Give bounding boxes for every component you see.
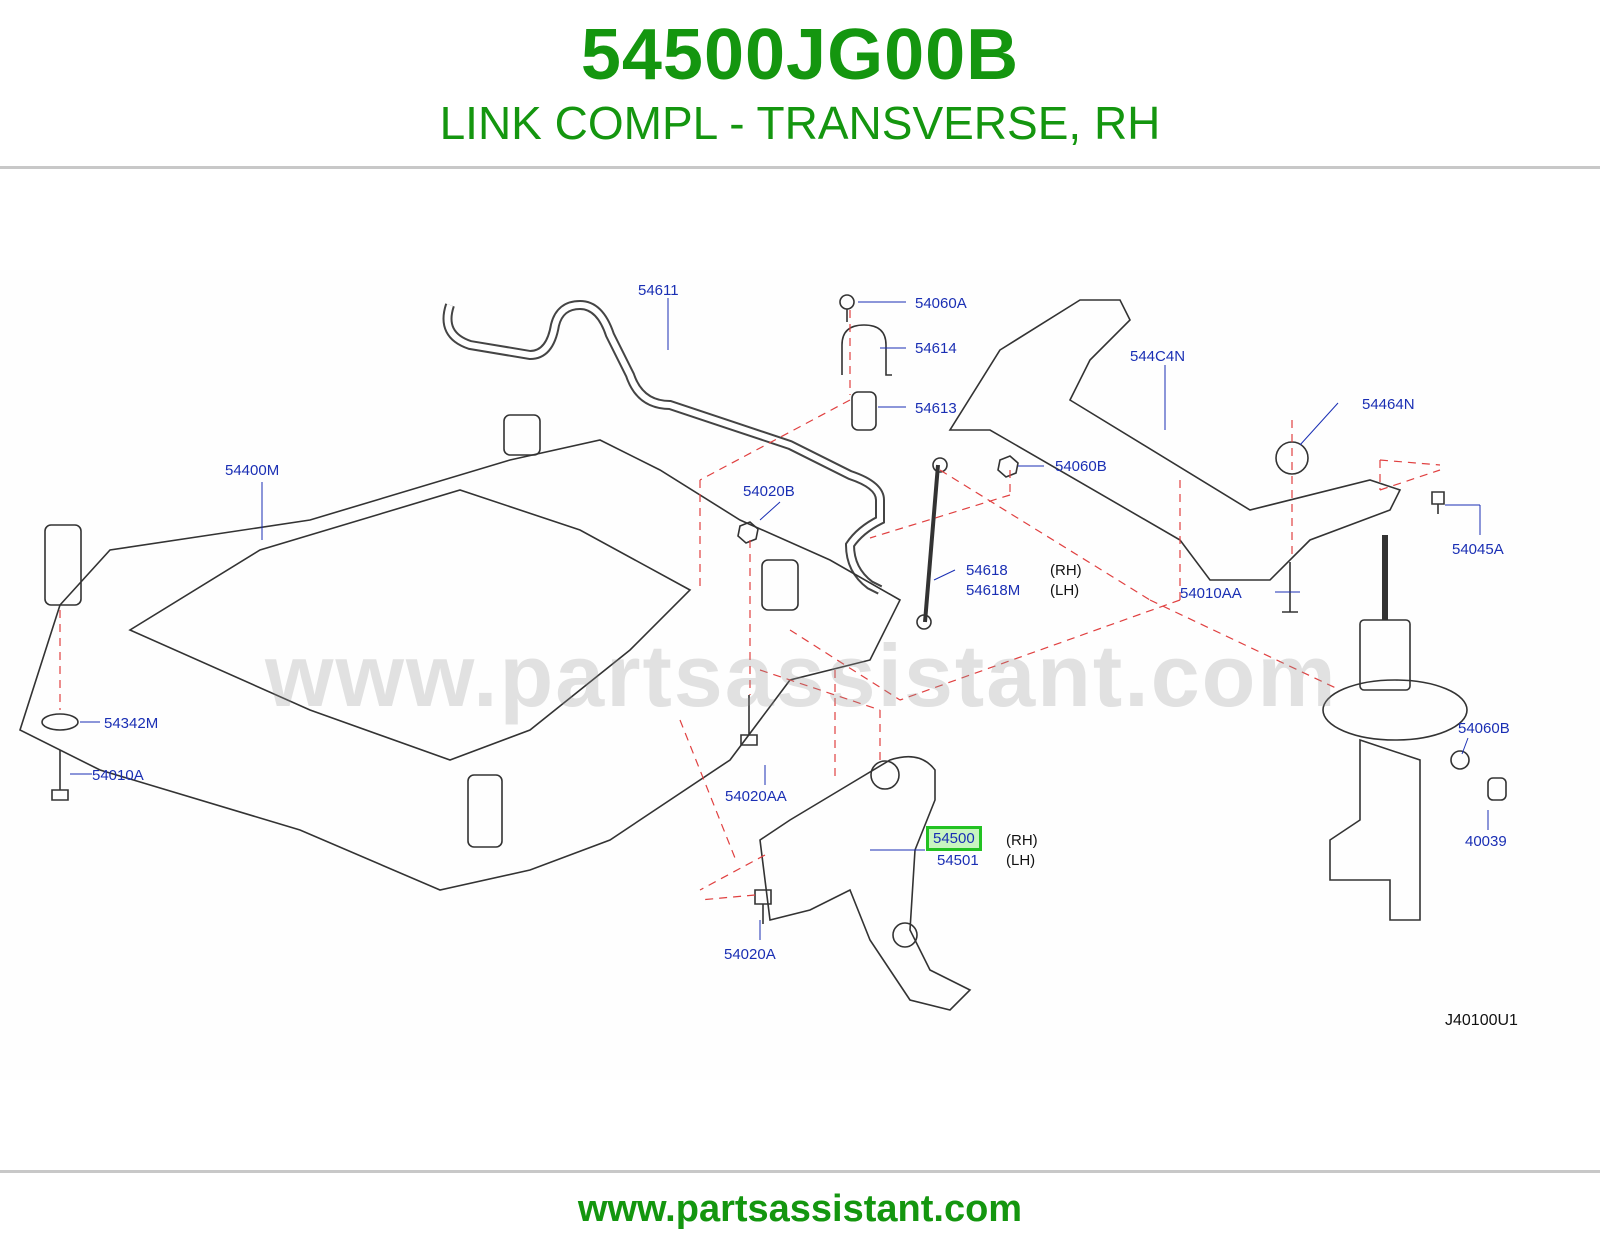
mount-right [761, 559, 799, 611]
mount-rear [467, 774, 503, 848]
callout-54618[interactable]: 54618 [966, 562, 1008, 579]
side-lh-54501: (LH) [1006, 852, 1036, 869]
callout-54060B-right[interactable]: 54060B [1458, 720, 1510, 737]
callout-54501[interactable]: 54501 [937, 852, 979, 869]
stabilizer-link [923, 464, 940, 623]
callout-54020B[interactable]: 54020B [743, 483, 795, 500]
callout-54020A[interactable]: 54020A [724, 946, 776, 963]
bolt-54020A [754, 889, 772, 924]
bolt-54010A [51, 750, 69, 801]
callout-54500-highlighted[interactable]: 54500 [926, 826, 982, 851]
callout-544C4N[interactable]: 544C4N [1130, 348, 1186, 365]
callout-54010A[interactable]: 54010A [92, 767, 144, 784]
part-description: LINK COMPL - TRANSVERSE, RH [439, 97, 1161, 149]
callout-54060B-top[interactable]: 54060B [1055, 458, 1107, 475]
side-rh-54618: (RH) [1050, 562, 1082, 579]
callout-40039[interactable]: 40039 [1465, 833, 1507, 850]
stabilizer-bar [442, 299, 885, 595]
mount-top [503, 414, 541, 456]
callout-54618M[interactable]: 54618M [966, 582, 1021, 599]
callout-54611[interactable]: 54611 [638, 282, 679, 299]
nut-54060B-top [997, 455, 1019, 478]
subframe-54400M [19, 439, 902, 891]
callout-54400M[interactable]: 54400M [225, 462, 280, 479]
strut-lower [1329, 738, 1421, 921]
spring-seat [1322, 679, 1468, 741]
assembly-lines [59, 310, 1441, 901]
strut-body [1359, 619, 1411, 691]
diagram-drawing [19, 294, 1507, 1011]
watermark-text: www.partsassistant.com [265, 626, 1338, 725]
cross-member [948, 299, 1402, 581]
bumper-40039 [1487, 777, 1507, 801]
label-leaders [70, 298, 1489, 940]
footer-url[interactable]: www.partsassistant.com [577, 1188, 1023, 1230]
callout-54342M[interactable]: 54342M [104, 715, 159, 732]
part-number-title: 54500JG00B [580, 15, 1020, 95]
bolt-54020AA [740, 695, 758, 746]
nut-54020B [737, 521, 759, 544]
bushing-54613 [851, 391, 877, 431]
callout-54614[interactable]: 54614 [915, 340, 957, 357]
mount-left [44, 524, 82, 606]
callout-54010AA[interactable]: 54010AA [1180, 585, 1242, 602]
callout-54060A[interactable]: 54060A [915, 295, 967, 312]
parts-diagram: www.partsassistant.com 54611 54060A 5461… [0, 270, 1600, 1080]
clamp-54614 [841, 324, 892, 376]
callout-54613[interactable]: 54613 [915, 400, 957, 417]
side-rh-54500: (RH) [1006, 832, 1038, 849]
bolt-54045A [1431, 491, 1445, 514]
callout-54020AA[interactable]: 54020AA [725, 788, 787, 805]
nut-54060B-right [1450, 750, 1470, 770]
callout-54045A[interactable]: 54045A [1452, 541, 1504, 558]
drawing-code: J40100U1 [1445, 1012, 1518, 1029]
footer-divider [0, 1170, 1600, 1173]
bolt-54060A [839, 294, 855, 310]
bolt-54010AA [1282, 562, 1298, 613]
side-lh-54618M: (LH) [1050, 582, 1080, 599]
header-divider [0, 166, 1600, 169]
callout-54464N[interactable]: 54464N [1362, 396, 1415, 413]
transverse-link-54500 [759, 755, 972, 1011]
washer-54342M [41, 713, 79, 731]
